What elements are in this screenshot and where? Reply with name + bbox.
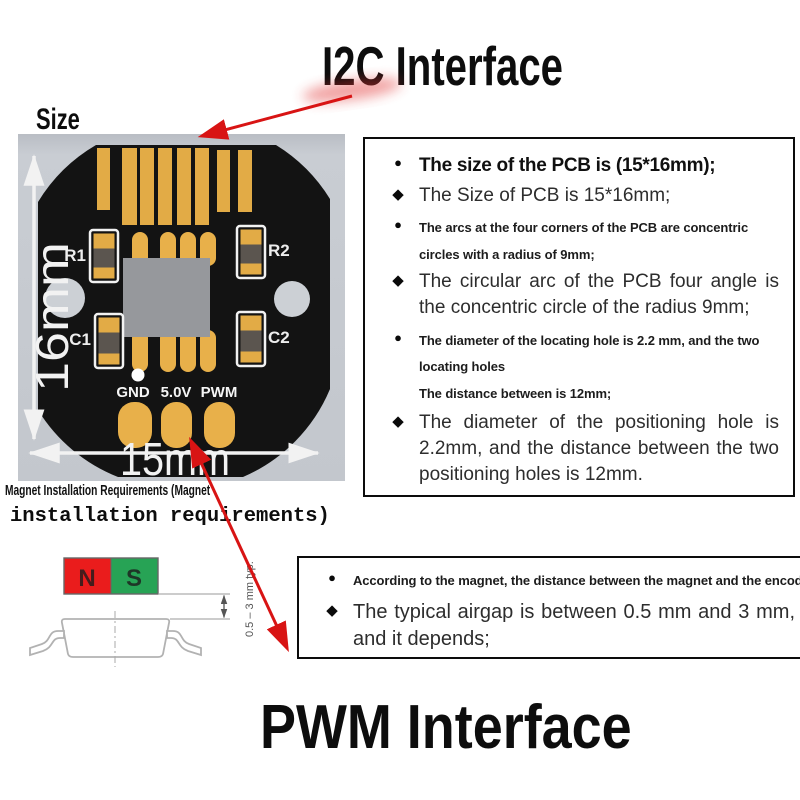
pcb-photo: R1 R2 C1 C2 GND 5.0V PWM	[18, 134, 345, 481]
diamond-bullet-icon: ◆	[392, 185, 404, 203]
chip-pads	[132, 232, 216, 372]
i2c-interface-title: I2C Interface	[322, 35, 564, 97]
spec-text: The arcs at the four corners of the PCB …	[419, 219, 749, 262]
pin1-dot	[131, 368, 145, 382]
spec-item: ◆ The circular arc of the PCB four angle…	[377, 269, 779, 321]
spec-text: There is a slight deviation from the act…	[419, 492, 779, 495]
south-pole-label: S	[126, 565, 142, 592]
r1-component	[88, 228, 120, 284]
spec-item: ● The diameter of the locating hole is 2…	[377, 328, 779, 408]
spec-text: The diameter of the positioning hole is …	[419, 411, 779, 485]
spec-item: ● The size of the PCB is (15*16mm);	[377, 153, 779, 179]
dot-bullet-icon: ●	[394, 216, 402, 232]
airgap-spec-box: ● According to the magnet, the distance …	[297, 556, 800, 659]
c2-label: C2	[268, 328, 290, 347]
spec-text: The diameter of the locating hole is 2.2…	[419, 332, 760, 401]
magnet-requirements-heading-2: installation requirements)	[10, 505, 330, 528]
i2c-arrow	[197, 94, 353, 140]
dot-bullet-icon: ●	[328, 570, 336, 585]
spec-text: The circular arc of the PCB four angle i…	[419, 271, 779, 319]
top-pads	[97, 148, 252, 225]
spec-item: ◆ The diameter of the positioning hole i…	[377, 410, 779, 489]
diamond-bullet-icon: ◆	[392, 412, 404, 430]
spec-text: The Size of PCB is 15*16mm;	[419, 184, 671, 206]
magnet-airgap-diagram: N S 0.5 – 3 mm typ.	[29, 557, 256, 667]
pwm-label: PWM	[201, 384, 238, 401]
encoder-chip	[123, 258, 210, 337]
airgap-text: The typical airgap is between 0.5 mm and…	[353, 600, 795, 651]
spec-item: ➢ There is a slight deviation from the a…	[377, 492, 779, 495]
r2-label: R2	[268, 241, 290, 260]
r1-label: R1	[64, 246, 86, 265]
spec-item: ◆ The Size of PCB is 15*16mm;	[377, 183, 779, 209]
airgap-text: According to the magnet, the distance be…	[353, 573, 800, 588]
airgap-item: ◆ The typical airgap is between 0.5 mm a…	[311, 599, 800, 654]
spec-text: The size of the PCB is (15*16mm);	[419, 155, 716, 176]
north-pole-label: N	[78, 565, 95, 592]
pwm-interface-title: PWM Interface	[260, 693, 632, 762]
pcb-spec-box: ● The size of the PCB is (15*16mm); ◆ Th…	[363, 137, 795, 497]
spec-item: ● The arcs at the four corners of the PC…	[377, 215, 779, 268]
diamond-bullet-icon: ◆	[392, 272, 404, 290]
size-label: Size	[36, 103, 80, 136]
gnd-label: GND	[116, 384, 150, 401]
magnet-requirements-heading: Magnet Installation Requirements (Magnet	[5, 482, 211, 499]
diamond-bullet-icon: ◆	[326, 601, 338, 619]
left-mounting-hole	[45, 278, 85, 318]
height-dimension-label: 16mm	[26, 242, 78, 392]
airgap-item: ● According to the magnet, the distance …	[311, 568, 800, 595]
airgap-dimension-label: 0.5 – 3 mm typ.	[244, 561, 256, 637]
c1-component	[93, 312, 125, 370]
c1-label: C1	[69, 330, 91, 349]
5v-label: 5.0V	[161, 384, 192, 401]
dot-bullet-icon: ●	[394, 329, 402, 345]
magnet-south-pole	[111, 558, 158, 594]
width-dimension-label: 15mm	[120, 433, 230, 481]
arrow-bullet-icon: ➢	[377, 492, 419, 495]
r2-component	[235, 224, 267, 280]
magnet-north-pole	[64, 558, 111, 594]
bottom-pads	[118, 402, 235, 448]
c2-component	[235, 310, 267, 368]
right-mounting-hole	[274, 281, 310, 317]
dot-bullet-icon: ●	[394, 155, 402, 170]
